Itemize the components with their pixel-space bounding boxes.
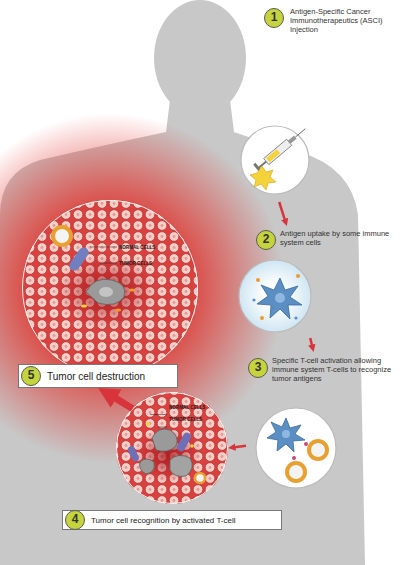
step-1-illustration-part xyxy=(241,126,309,194)
step-1-illustration-part xyxy=(250,166,276,190)
step-1-illustration-part-part xyxy=(295,129,305,137)
step-3-illustration-part xyxy=(282,430,290,438)
cell-view-circle: NORMAL CELLS TUMOR CELLS xyxy=(22,200,198,376)
step-5-cell-view-part xyxy=(53,227,71,245)
cell-label: NORMAL CELLS xyxy=(119,245,155,251)
step-number: 1 xyxy=(264,8,284,28)
step-3-illustration-part xyxy=(256,408,336,488)
step-label: Specific T-cell activation allowing immu… xyxy=(272,356,394,383)
flow-arrow xyxy=(310,338,312,345)
step-4-cell-view-part xyxy=(116,392,228,504)
step-4-cell-view-part xyxy=(176,431,193,452)
step-3-illustration xyxy=(256,408,336,488)
step-3-illustration-part xyxy=(304,442,308,446)
step-label: Tumor cell destruction xyxy=(47,371,145,382)
step-label: Antigen uptake by some immune system cel… xyxy=(280,229,392,247)
step-2-illustration xyxy=(239,260,311,332)
cell-label: TUMOR CELLS xyxy=(169,417,202,423)
step-3-illustration-part xyxy=(267,418,305,452)
step-label: Antigen-Specific Cancer Immunotherapeuti… xyxy=(290,7,394,34)
step-group: 3Specific T-cell activation allowing imm… xyxy=(246,352,396,492)
step-4-cell-view-part xyxy=(150,414,167,415)
step-number: 3 xyxy=(248,358,268,378)
step-4-cell-view xyxy=(116,392,228,504)
step-2-illustration-part xyxy=(296,274,300,278)
step-number: 4 xyxy=(65,510,85,530)
step-5-cell-view xyxy=(22,200,198,376)
step-4-cell-view-part xyxy=(146,422,150,426)
step-1-illustration-part-part xyxy=(264,139,292,164)
step-4-cell-view-part xyxy=(190,444,194,448)
step-5-cell-view-part xyxy=(129,289,135,292)
flow-arrow xyxy=(279,202,285,220)
step-box: 5 Tumor cell destruction xyxy=(18,364,178,388)
step-2-illustration-part xyxy=(252,298,255,301)
step-5-cell-view-part xyxy=(99,287,113,297)
step-1-illustration-part-part xyxy=(266,149,280,162)
cell-label: TUMOR CELLS xyxy=(119,261,152,267)
step-2-illustration-part xyxy=(294,316,297,319)
flow-arrow xyxy=(235,446,246,447)
step-5-cell-view-part xyxy=(81,305,87,308)
step-label: Tumor cell recognition by activated T-ce… xyxy=(91,516,236,525)
step-4-cell-view-part xyxy=(158,427,167,428)
body-silhouette-part xyxy=(154,0,246,116)
step-3-illustration-part xyxy=(287,463,305,481)
step-3-illustration-part xyxy=(309,441,327,459)
step-5-cell-view-part xyxy=(22,200,198,376)
step-3-illustration-part xyxy=(292,456,296,460)
step-box: 4 Tumor cell recognition by activated T-c… xyxy=(62,510,282,530)
step-5-cell-view-part xyxy=(115,309,121,312)
cell-view-circle: NORMAL CELLS TUMOR CELLS xyxy=(116,392,228,504)
step-4-cell-view-part xyxy=(170,455,192,476)
step-2-illustration-part xyxy=(239,260,311,332)
cell-label: NORMAL CELLS xyxy=(169,405,205,411)
step-group: 2Antigen uptake by some immune system ce… xyxy=(240,226,396,338)
step-2-illustration-part xyxy=(256,278,260,282)
step-2-illustration-part xyxy=(257,278,302,319)
step-2-illustration-part xyxy=(275,293,285,303)
step-number: 2 xyxy=(256,230,276,250)
step-4-cell-view-part xyxy=(152,429,177,451)
step-number: 5 xyxy=(21,366,41,386)
step-4-cell-view-part xyxy=(140,459,155,474)
step-2-illustration-part xyxy=(260,316,264,320)
step-5-cell-view-part xyxy=(67,245,90,272)
step-4-cell-view-part xyxy=(195,473,205,483)
body-silhouette xyxy=(0,0,365,565)
step-4-cell-view-part xyxy=(127,445,140,462)
step-5-cell-view-part xyxy=(90,247,117,248)
step-5-cell-view-part xyxy=(86,279,125,304)
flow-arrow xyxy=(114,398,132,409)
step-5-cell-view-part xyxy=(100,263,117,264)
step-group: 1 Antigen-Specific Cancer Immunotherapeut… xyxy=(250,4,396,202)
step-4-cell-view-part xyxy=(134,427,202,483)
step-1-illustration xyxy=(241,124,309,194)
